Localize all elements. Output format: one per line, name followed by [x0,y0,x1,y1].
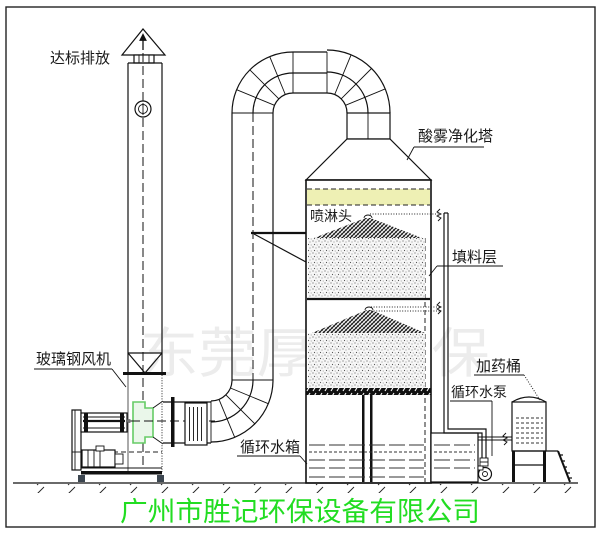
fan-base-rail [81,471,162,475]
sampling-port-icon [134,100,152,118]
pump-impeller [482,471,488,477]
label-exhaust: 达标排放 [50,49,110,67]
fan-foot-left [78,475,85,482]
valve-icon [435,208,443,222]
dosing-liquid [516,417,543,444]
circulation-pump [477,457,493,482]
ground [13,482,580,493]
duct-flange [171,397,175,447]
duct-support-bracket [251,231,307,263]
spray-nozzle-icon [364,306,374,311]
label-circulation-tank: 循环水箱 [240,438,300,456]
label-spray-nozzle: 喷淋头 [310,209,352,225]
motor-terminal-box [95,445,105,452]
dosing-tank-stand [512,450,572,483]
bottom-elbow [210,379,274,443]
pump-casing [477,466,493,482]
callout-circulation-tank: 循环水箱 [237,438,308,465]
callout-tower: 酸雾净化塔 [406,127,493,161]
fan-foot-right [157,475,164,482]
motor-guard-frame [71,409,82,471]
bearing-right [120,413,124,432]
fan-volute [132,401,154,444]
dosing-tank-dome [511,396,547,403]
packing-layer-lower [308,333,425,388]
support-grating [306,388,431,395]
callout-circulation-pump: 循环水泵 [450,385,507,456]
drawing-frame [5,6,596,528]
callout-dosing-tank: 加药桶 [474,357,541,401]
top-u-elbow [231,49,391,140]
exhaust-stack [120,28,167,468]
packing-layer-upper [308,238,425,298]
motor-body [81,449,116,468]
label-dosing-tank: 加药桶 [476,357,521,375]
dosing-tank [511,396,572,483]
scrubber-tower [304,138,440,484]
stack-flange [123,372,166,375]
label-packing-layer: 填料层 [452,248,497,266]
valve-icon [501,432,509,446]
flexible-connector [184,402,208,446]
dosing-tank-body [511,401,547,452]
cap-neck [133,54,155,64]
company-name: 广州市胜记环保设备有限公司 [120,497,480,528]
tower-sump-water [309,444,424,478]
spray-pattern-upper [314,217,422,238]
support-leg [370,395,373,482]
label-circulation-pump: 循环水泵 [451,385,507,401]
dosing-line [478,432,512,446]
drive-shaft-housing [80,412,128,433]
motor-shaft-end [114,453,124,465]
label-tower: 酸雾净化塔 [418,127,493,145]
callout-fan: 玻璃钢风机 [34,350,127,388]
fan-inlet-duct [163,397,211,447]
fan-motor [71,409,131,471]
vertical-duct [231,113,274,380]
support-leg [362,395,365,482]
demister-layer [307,189,430,205]
spray-pattern-lower [312,309,425,333]
fan-outlet-bottom [152,436,164,445]
fan-outlet-top [152,400,164,409]
circulation-pipe [435,208,487,458]
callout-packing-layer: 填料层 [428,248,503,277]
circulation-tank [430,432,479,483]
bearing-left [84,413,88,432]
spray-nozzle-icon [363,214,373,219]
valve-icon [435,301,443,315]
label-fan: 玻璃钢风机 [36,350,111,368]
stack-transition [127,352,163,374]
coupling [127,419,131,423]
